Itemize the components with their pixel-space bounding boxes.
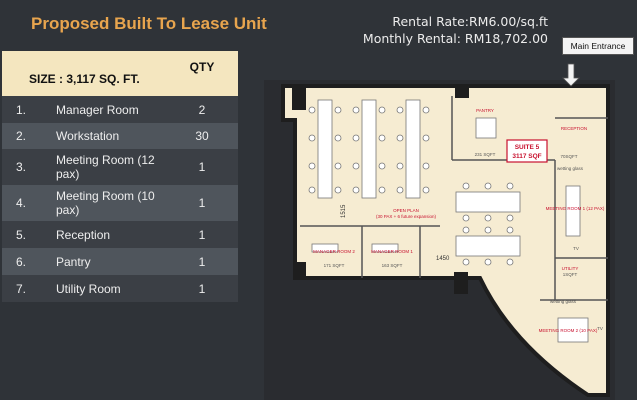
suite-label-box (506, 139, 548, 163)
meeting-room-1-label: MEETING ROOM 1 (12 PAX) (546, 206, 605, 211)
row-qty: 1 (166, 275, 238, 302)
row-qty: 30 (166, 123, 238, 149)
dimension-horizontal: 1450 (436, 256, 450, 262)
row-name: Workstation (56, 123, 166, 149)
row-number: 6. (2, 248, 56, 275)
suite-size: 3117 SQF (512, 153, 541, 160)
tv-label: TV (597, 326, 603, 331)
main-entrance-label: Main Entrance (562, 37, 634, 55)
row-qty: 1 (166, 185, 238, 221)
utility-label: UTILITY (562, 266, 579, 271)
manager-room-2-label: MANAGER ROOM 2 (313, 249, 355, 254)
open-plan-label: OPEN PLAN (393, 208, 419, 213)
table-row: 5. Reception 1 (2, 221, 238, 248)
table-header-row: SIZE : 3,117 SQ. FT. QTY (2, 51, 238, 96)
meeting-room-1-table (565, 185, 581, 237)
table-row: 6. Pantry 1 (2, 248, 238, 275)
wetting-glass-label: wetting glass (557, 166, 584, 171)
manager-room-2-desk (311, 243, 339, 253)
pantry-label: PANTRY (476, 108, 494, 113)
row-name: Pantry (56, 248, 166, 275)
rental-rate: Rental Rate:RM6.00/sq.ft (392, 14, 548, 29)
table-row: 1. Manager Room 2 (2, 96, 238, 123)
row-name: Reception (56, 221, 166, 248)
table-row: 4. Meeting Room (10 pax) 1 (2, 185, 238, 221)
reception-size: 70SQFT (560, 154, 577, 159)
manager-room-1-size: 163 SQFT (382, 263, 403, 268)
suite-label: SUITE 5 (515, 144, 540, 151)
dimension-vertical: 1515 (341, 204, 347, 218)
page-title: Proposed Built To Lease Unit (31, 14, 267, 33)
row-name: Meeting Room (10 pax) (56, 185, 166, 221)
row-number: 4. (2, 185, 56, 221)
monthly-rental: Monthly Rental: RM18,702.00 (362, 31, 548, 46)
row-number: 5. (2, 221, 56, 248)
row-qty: 2 (166, 96, 238, 123)
manager-room-1-label: MANAGER ROOM 1 (371, 249, 413, 254)
open-plan-note: (30 PAX + 6 future expansion) (376, 214, 437, 219)
column (292, 86, 306, 110)
manager-room-2-size: 171 SQFT (324, 263, 345, 268)
size-header: SIZE : 3,117 SQ. FT. (2, 51, 166, 96)
table-row: 2. Workstation 30 (2, 123, 238, 149)
row-name: Meeting Room (12 pax) (56, 149, 166, 185)
row-number: 1. (2, 96, 56, 123)
tv-label: TV (573, 246, 579, 251)
manager-room-1-desk (371, 243, 399, 253)
column (455, 86, 469, 98)
unit-summary-table: SIZE : 3,117 SQ. FT. QTY 1. Manager Room… (2, 51, 238, 302)
table-row: 7. Utility Room 1 (2, 275, 238, 302)
entrance-arrow-icon (562, 63, 580, 87)
meeting-room-2-table (557, 317, 589, 343)
row-name: Utility Room (56, 275, 166, 302)
row-qty: 1 (166, 221, 238, 248)
row-name: Manager Room (56, 96, 166, 123)
column (294, 262, 306, 278)
wetting-glass-label: wetting glass (550, 299, 577, 304)
row-number: 7. (2, 275, 56, 302)
utility-size: 1SQFT (563, 272, 578, 277)
meeting-room-2-label: MEETING ROOM 2 (10 PAX) (539, 328, 598, 333)
pantry-size: 231 SQFT (475, 152, 496, 157)
row-qty: 1 (166, 149, 238, 185)
reception-label: RECEPTION (561, 126, 587, 131)
column (454, 272, 468, 294)
row-qty: 1 (166, 248, 238, 275)
workstation-chairs (308, 106, 514, 266)
pantry-table (475, 117, 497, 139)
workstation-desks (317, 99, 521, 257)
table-row: 3. Meeting Room (12 pax) 1 (2, 149, 238, 185)
row-number: 2. (2, 123, 56, 149)
row-number: 3. (2, 149, 56, 185)
qty-header: QTY (166, 51, 238, 96)
rental-info: Rental Rate:RM6.00/sq.ft Monthly Rental:… (363, 13, 548, 47)
